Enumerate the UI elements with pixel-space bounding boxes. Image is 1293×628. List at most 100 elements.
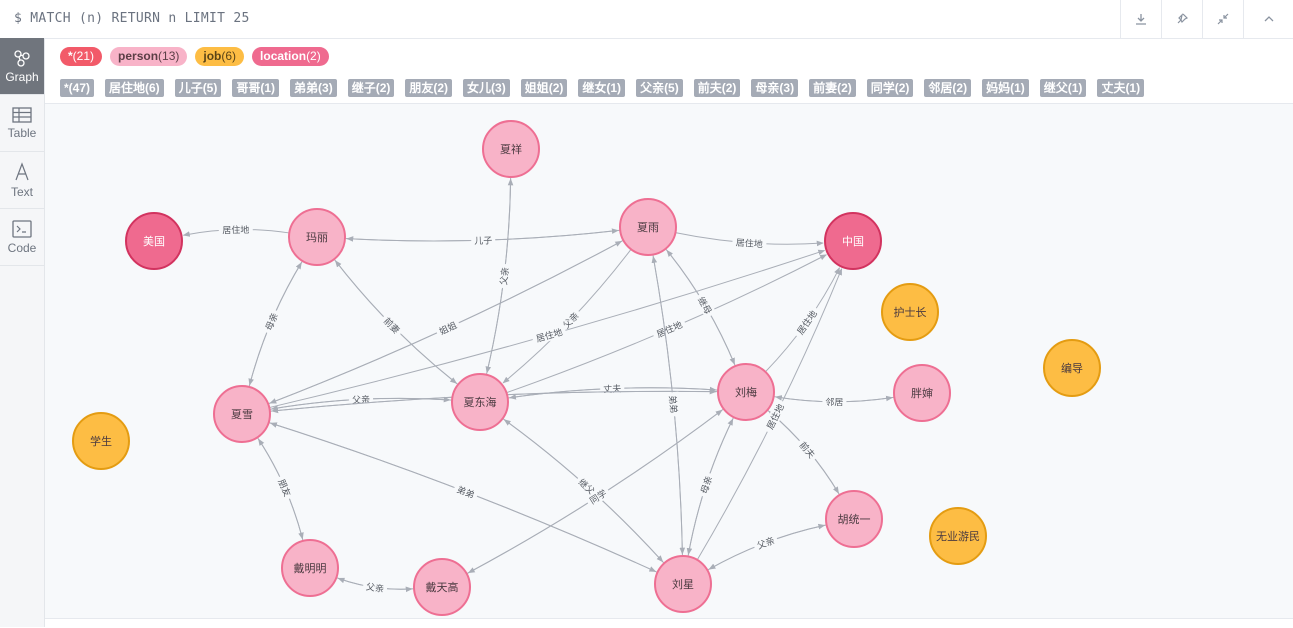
- node-label: 夏雪: [231, 408, 253, 421]
- edge-label-bg: [822, 395, 847, 408]
- relationship-tag[interactable]: 同学(2): [866, 79, 914, 97]
- download-button[interactable]: [1120, 0, 1161, 38]
- table-view-button[interactable]: Table: [0, 95, 44, 152]
- relationship-tag[interactable]: 姐姐(2): [520, 79, 568, 97]
- label-pill-location[interactable]: location(2): [252, 47, 329, 66]
- edge-label-bg: [795, 436, 820, 463]
- edge-label-bg: [732, 235, 767, 251]
- relationship-tag[interactable]: 弟弟(3): [290, 79, 337, 97]
- node-label: 刘星: [672, 578, 694, 591]
- node-circle[interactable]: [1043, 339, 1101, 397]
- relationship-tag[interactable]: 邻居(2): [924, 79, 972, 97]
- node-circle[interactable]: [619, 198, 677, 256]
- relationship-tag[interactable]: 前妻(2): [809, 79, 856, 97]
- node-circle[interactable]: [451, 373, 509, 431]
- graph-visualization[interactable]: 居住地母亲儿子居住地女儿母亲前夫前妻女儿父亲儿子父亲父亲弟弟姐姐居住地居住地妻子…: [45, 104, 1293, 619]
- edge-label: 居住地: [222, 224, 249, 237]
- graph-node-person[interactable]: 夏雨: [619, 198, 677, 256]
- node-circle[interactable]: [281, 539, 339, 597]
- chevron-up-icon: [1264, 16, 1274, 22]
- relationship-edge[interactable]: [506, 254, 827, 394]
- graph-node-location[interactable]: 美国: [125, 212, 183, 270]
- edge-label: 居住地: [655, 319, 685, 341]
- edge-label-group: 居住地: [531, 324, 568, 346]
- node-circle[interactable]: [72, 412, 130, 470]
- relationship-tag[interactable]: 妈妈(1): [982, 79, 1029, 97]
- relationship-tag[interactable]: 居住地(6): [105, 79, 164, 97]
- relationship-tag[interactable]: 继父(1): [1039, 79, 1087, 97]
- node-circle[interactable]: [288, 208, 346, 266]
- graph-node-person[interactable]: 胡统一: [825, 490, 883, 548]
- graph-node-person[interactable]: 玛丽: [288, 208, 346, 266]
- edge-label-group: 居住地: [651, 316, 688, 342]
- label-pill-count: (2): [306, 49, 321, 63]
- graph-node-job[interactable]: 编导: [1043, 339, 1101, 397]
- node-circle[interactable]: [929, 507, 987, 565]
- collapse-button[interactable]: [1202, 0, 1243, 38]
- graph-node-person[interactable]: 刘梅: [717, 363, 775, 421]
- label-pill-job[interactable]: job(6): [195, 47, 245, 66]
- node-label: 夏雨: [637, 221, 659, 234]
- node-circle[interactable]: [413, 558, 471, 616]
- relationship-tag[interactable]: 母亲(3): [751, 79, 799, 97]
- relationship-tag[interactable]: 女儿(3): [463, 79, 510, 97]
- node-circle[interactable]: [717, 363, 775, 421]
- graph-node-person[interactable]: 胖婶: [893, 364, 951, 422]
- graph-icon: [14, 49, 30, 67]
- edge-label: 邻居: [825, 396, 843, 408]
- relationship-tag[interactable]: 前夫(2): [693, 79, 741, 97]
- relationship-tag[interactable]: 儿子(5): [174, 79, 222, 97]
- node-circle[interactable]: [654, 555, 712, 613]
- graph-node-location[interactable]: 中国: [824, 212, 882, 270]
- graph-node-job[interactable]: 护士长: [881, 283, 939, 341]
- label-pill-name: person: [118, 49, 159, 63]
- graph-canvas[interactable]: 居住地母亲儿子居住地女儿母亲前夫前妻女儿父亲儿子父亲父亲弟弟姐姐居住地居住地妻子…: [45, 103, 1293, 619]
- node-circle[interactable]: [881, 283, 939, 341]
- relationship-tag[interactable]: 父亲(5): [636, 79, 683, 97]
- edge-label-group: 儿子: [471, 233, 496, 247]
- graph-node-person[interactable]: 夏东海: [451, 373, 509, 431]
- edge-label-bg: [791, 304, 822, 340]
- edge-label-group: 父亲: [362, 579, 388, 595]
- graph-view-button[interactable]: Graph: [0, 38, 44, 95]
- node-label: 夏东海: [464, 395, 497, 409]
- graph-node-person[interactable]: 戴明明: [281, 539, 339, 597]
- query-text[interactable]: $ MATCH (n) RETURN n LIMIT 25: [14, 11, 250, 26]
- relationship-tag[interactable]: 哥哥(1): [232, 79, 280, 97]
- graph-node-person[interactable]: 戴天高: [413, 558, 471, 616]
- edge-label: 弟弟: [666, 395, 680, 414]
- label-pill-all[interactable]: *(21): [60, 47, 103, 66]
- pin-button[interactable]: [1161, 0, 1202, 38]
- node-label: 学生: [90, 434, 112, 448]
- edge-label-bg: [471, 233, 496, 247]
- edge-label-bg: [379, 312, 405, 339]
- edge-label-group: 弟弟: [666, 391, 681, 417]
- minimize-button[interactable]: [1243, 0, 1293, 38]
- relationship-tag[interactable]: 朋友(2): [405, 79, 453, 97]
- relationship-tag[interactable]: 丈夫(1): [1097, 79, 1145, 97]
- edge-label-group: 居住地: [791, 304, 822, 340]
- label-pill-person[interactable]: person(13): [110, 47, 188, 66]
- graph-node-person[interactable]: 夏雪: [213, 385, 271, 443]
- node-circle[interactable]: [482, 120, 540, 178]
- node-circle[interactable]: [825, 490, 883, 548]
- relationship-tag[interactable]: *(47): [60, 79, 95, 97]
- node-circle[interactable]: [213, 385, 271, 443]
- node-label: 护士长: [894, 305, 927, 319]
- relationship-tag[interactable]: 继女(1): [578, 79, 626, 97]
- node-circle[interactable]: [893, 364, 951, 422]
- graph-node-person[interactable]: 夏祥: [482, 120, 540, 178]
- edge-label-group: 姐姐: [434, 317, 462, 339]
- node-circle[interactable]: [125, 212, 183, 270]
- edge-label-bg: [693, 291, 717, 319]
- code-view-button[interactable]: Code: [0, 209, 44, 266]
- graph-node-person[interactable]: 刘星: [654, 555, 712, 613]
- text-view-button[interactable]: Text: [0, 152, 44, 209]
- graph-node-job[interactable]: 无业游民: [929, 507, 987, 565]
- node-label: 玛丽: [306, 231, 328, 244]
- graph-node-job[interactable]: 学生: [72, 412, 130, 470]
- relationship-tag[interactable]: 继子(2): [347, 79, 395, 97]
- edge-label-group: 居住地: [218, 223, 253, 237]
- edge-label-bg: [752, 532, 780, 553]
- node-circle[interactable]: [824, 212, 882, 270]
